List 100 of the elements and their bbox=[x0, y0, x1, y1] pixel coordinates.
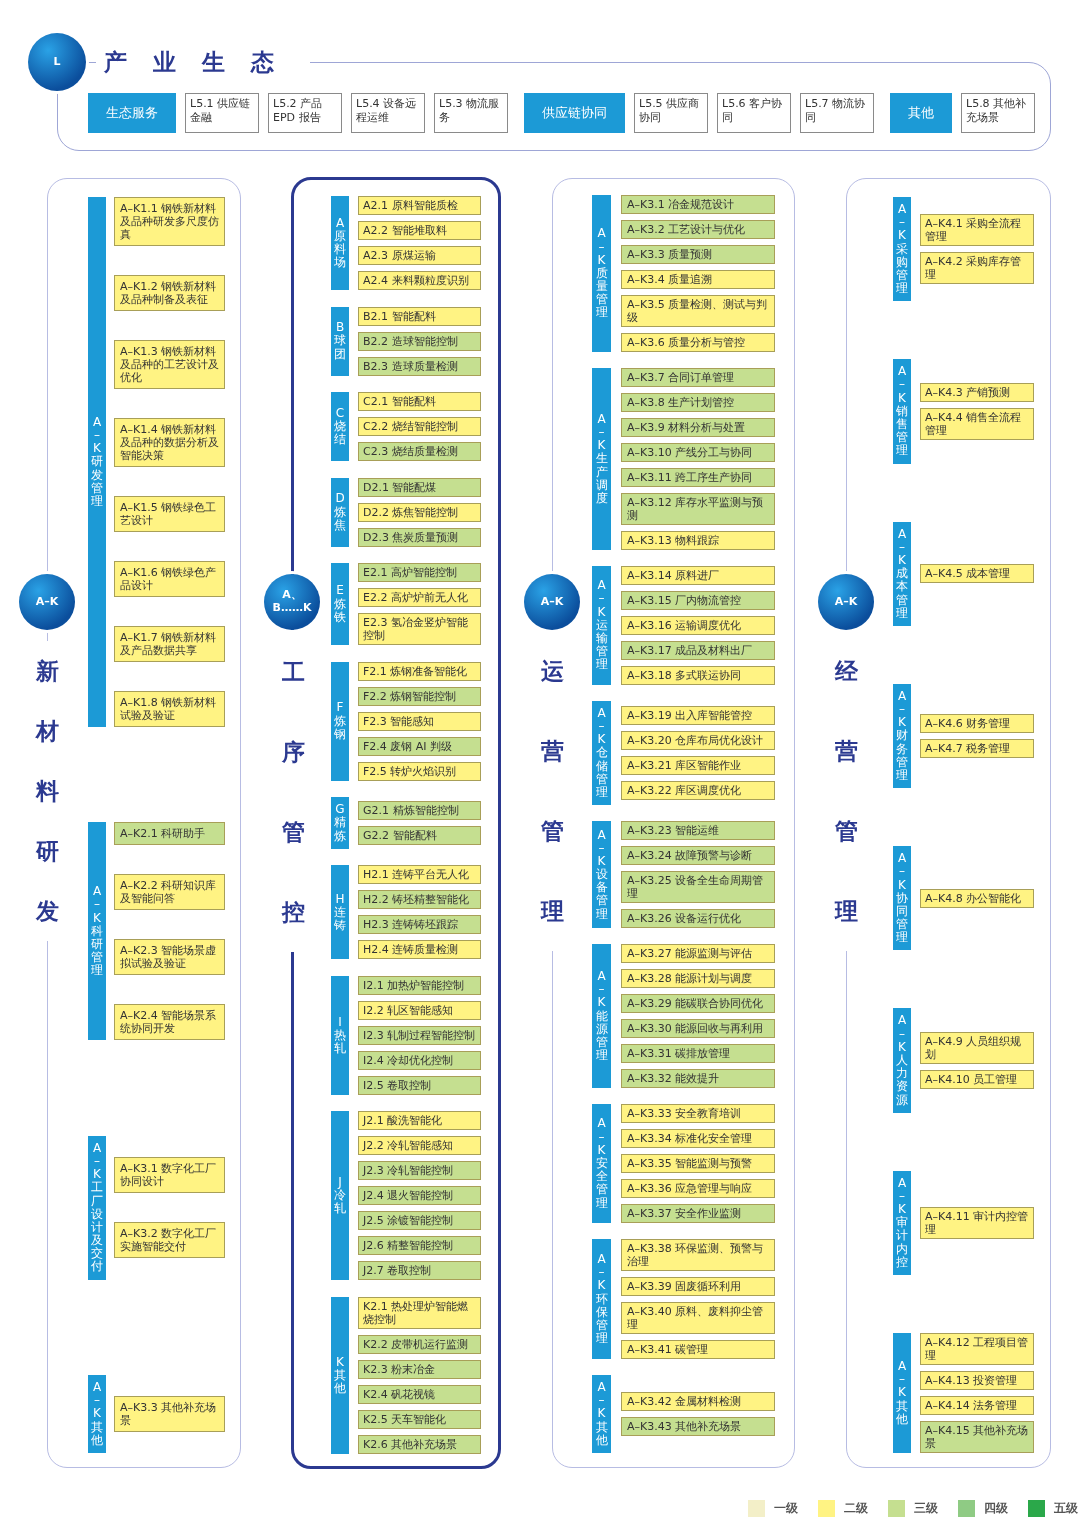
scenario-box: F2.1 炼钢准备智能化 bbox=[358, 661, 481, 681]
scenario-box: A–K3.33 安全教育培训 bbox=[621, 1104, 775, 1124]
scenario-box: C2.2 烧结智能控制 bbox=[358, 417, 481, 437]
scenario-box: A–K4.15 其他补充场景 bbox=[920, 1420, 1034, 1453]
scenario-box: A–K3.42 金属材料检测 bbox=[621, 1392, 775, 1412]
scenario-box: A–K3.19 出入库智能管控 bbox=[621, 706, 775, 726]
category-bar: A原料场 bbox=[331, 196, 349, 290]
scenario-box: I2.5 卷取控制 bbox=[358, 1075, 481, 1095]
scenario-box: A–K4.12 工程项目管理 bbox=[920, 1332, 1034, 1365]
scenario-box: A–K4.4 销售全流程管理 bbox=[920, 407, 1034, 440]
scenario-box: A–K3.41 碳管理 bbox=[621, 1340, 775, 1360]
scenario-box: A–K3.6 质量分析与管控 bbox=[621, 333, 775, 352]
scenario-box: A–K3.13 物料跟踪 bbox=[621, 530, 775, 550]
category-circle: A–K bbox=[19, 574, 75, 630]
scenario-box: A–K4.11 审计内控管理 bbox=[920, 1206, 1034, 1239]
scenario-box: A–K3.3 质量预测 bbox=[621, 245, 775, 264]
scenario-box: K2.2 皮带机运行监测 bbox=[358, 1334, 481, 1354]
scenario-box: A–K3.25 设备全生命周期管理 bbox=[621, 871, 775, 904]
scenario-box: F2.3 智能感知 bbox=[358, 711, 481, 731]
category-bar: A–K仓储管理 bbox=[592, 700, 611, 806]
scenario-box: A–K3.20 仓库布局优化设计 bbox=[621, 731, 775, 751]
category-bar: A–K质量管理 bbox=[592, 195, 611, 352]
scenario-box: J2.4 退火智能控制 bbox=[358, 1186, 481, 1206]
scenario-box: A–K1.1 钢铁新材料及品种研发多尺度仿真 bbox=[114, 197, 225, 246]
category-bar: A–K协同管理 bbox=[893, 846, 911, 951]
scenario-box: A–K3.40 原料、废料抑尘管理 bbox=[621, 1302, 775, 1335]
scenario-box: A–K1.5 钢铁绿色工艺设计 bbox=[114, 496, 225, 532]
scenario-box: L5.3 物流服务 bbox=[434, 93, 508, 133]
scenario-box: A2.2 智能堆取料 bbox=[358, 221, 481, 240]
scenario-box: K2.3 粉末冶金 bbox=[358, 1359, 481, 1379]
scenario-box: H2.4 连铸质量检测 bbox=[358, 940, 481, 960]
category-bar: F炼钢 bbox=[331, 661, 349, 781]
legend-label: 一级 bbox=[774, 1500, 798, 1517]
scenario-box: A–K3.11 跨工序生产协同 bbox=[621, 467, 775, 487]
scenario-box: J2.1 酸洗智能化 bbox=[358, 1111, 481, 1131]
scenario-box: A–K4.10 员工管理 bbox=[920, 1070, 1034, 1090]
scenario-box: A–K4.8 办公智能化 bbox=[920, 888, 1034, 908]
category-bar: E炼铁 bbox=[331, 563, 349, 646]
scenario-box: A–K1.7 钢铁新材料及产品数据共享 bbox=[114, 626, 225, 662]
category-bar: A–K采购管理 bbox=[893, 197, 911, 302]
scenario-box: J2.2 冷轧智能感知 bbox=[358, 1136, 481, 1156]
scenario-box: A–K4.2 采购库存管理 bbox=[920, 252, 1034, 285]
scenario-box: A–K3.14 原料进厂 bbox=[621, 565, 775, 585]
category-bar: A–K研发管理 bbox=[88, 197, 106, 727]
category-bar: A–K能源管理 bbox=[592, 944, 611, 1089]
scenario-box: F2.4 废钢 AI 判级 bbox=[358, 736, 481, 756]
scenario-box: A–K4.9 人员组织规划 bbox=[920, 1032, 1034, 1065]
category-bar: A–K财务管理 bbox=[893, 683, 911, 789]
legend-label: 二级 bbox=[844, 1500, 868, 1517]
scenario-box: E2.3 氢冶金竖炉智能控制 bbox=[358, 613, 481, 646]
scenario-box: A–K3.37 安全作业监测 bbox=[621, 1204, 775, 1224]
category-bar: A–K工厂设计及交付 bbox=[88, 1135, 106, 1280]
category-circle: A–K bbox=[818, 574, 874, 630]
scenario-box: A–K3.39 固废循环利用 bbox=[621, 1277, 775, 1297]
scenario-box: A–K3.34 标准化安全管理 bbox=[621, 1129, 775, 1149]
scenario-box: A–K3.29 能碳联合协同优化 bbox=[621, 994, 775, 1014]
category-bar: C烧结 bbox=[331, 392, 349, 462]
scenario-box: E2.2 高炉炉前无人化 bbox=[358, 588, 481, 608]
category-bar: H连铸 bbox=[331, 865, 349, 960]
category-bar: K其他 bbox=[331, 1296, 349, 1454]
legend-label: 四级 bbox=[984, 1500, 1008, 1517]
scenario-box: I2.1 加热炉智能控制 bbox=[358, 975, 481, 995]
scenario-box: A–K4.5 成本管理 bbox=[920, 564, 1034, 584]
category-bar: A–K人力资源 bbox=[893, 1008, 911, 1113]
scenario-box: A2.3 原煤运输 bbox=[358, 246, 481, 265]
scenario-box: A–K1.4 钢铁新材料及品种的数据分析及智能决策 bbox=[114, 418, 225, 467]
category-circle: A、B……K bbox=[264, 574, 320, 630]
scenario-box: A–K4.6 财务管理 bbox=[920, 714, 1034, 733]
scenario-box: J2.6 精整智能控制 bbox=[358, 1236, 481, 1256]
scenario-box: C2.3 烧结质量检测 bbox=[358, 442, 481, 462]
scenario-box: L5.6 客户协同 bbox=[717, 93, 791, 133]
category-header: 生态服务 bbox=[88, 93, 176, 133]
scenario-box: K2.4 矾花视镜 bbox=[358, 1384, 481, 1404]
scenario-box: A–K2.1 科研助手 bbox=[114, 822, 225, 846]
scenario-box: K2.5 天车智能化 bbox=[358, 1409, 481, 1429]
scenario-box: H2.2 铸坯精整智能化 bbox=[358, 890, 481, 910]
scenario-box: H2.3 连铸铸坯跟踪 bbox=[358, 915, 481, 935]
scenario-box: D2.3 焦炭质量预测 bbox=[358, 527, 481, 547]
category-bar: A–K设备管理 bbox=[592, 821, 611, 929]
scenario-box: B2.1 智能配料 bbox=[358, 306, 481, 326]
scenario-box: A–K3.36 应急管理与响应 bbox=[621, 1179, 775, 1199]
scenario-box: D2.1 智能配煤 bbox=[358, 477, 481, 497]
scenario-box: A–K3.30 能源回收与再利用 bbox=[621, 1019, 775, 1039]
category-bar: A–K运输管理 bbox=[592, 565, 611, 685]
scenario-box: A–K2.4 智能场景系统协同开发 bbox=[114, 1004, 225, 1041]
scenario-box: A–K3.32 能效提升 bbox=[621, 1069, 775, 1089]
category-bar: A–K生产调度 bbox=[592, 367, 611, 550]
scenario-box: A–K4.7 税务管理 bbox=[920, 739, 1034, 758]
scenario-box: A–K1.3 钢铁新材料及品种的工艺设计及优化 bbox=[114, 340, 225, 389]
scenario-box: A–K3.10 产线分工与协同 bbox=[621, 442, 775, 462]
scenario-box: K2.1 热处理炉智能燃烧控制 bbox=[358, 1296, 481, 1329]
scenario-box: A–K3.27 能源监测与评估 bbox=[621, 944, 775, 964]
scenario-box: G2.2 智能配料 bbox=[358, 825, 481, 845]
scenario-box: A–K3.5 质量检测、测试与判级 bbox=[621, 295, 775, 327]
category-circle: A–K bbox=[524, 574, 580, 630]
category-header: 供应链协同 bbox=[524, 93, 625, 133]
scenario-box: L5.8 其他补充场景 bbox=[961, 93, 1035, 133]
scenario-box: A–K3.43 其他补充场景 bbox=[621, 1417, 775, 1437]
scenario-box: G2.1 精炼智能控制 bbox=[358, 800, 481, 820]
scenario-box: E2.1 高炉智能控制 bbox=[358, 563, 481, 583]
